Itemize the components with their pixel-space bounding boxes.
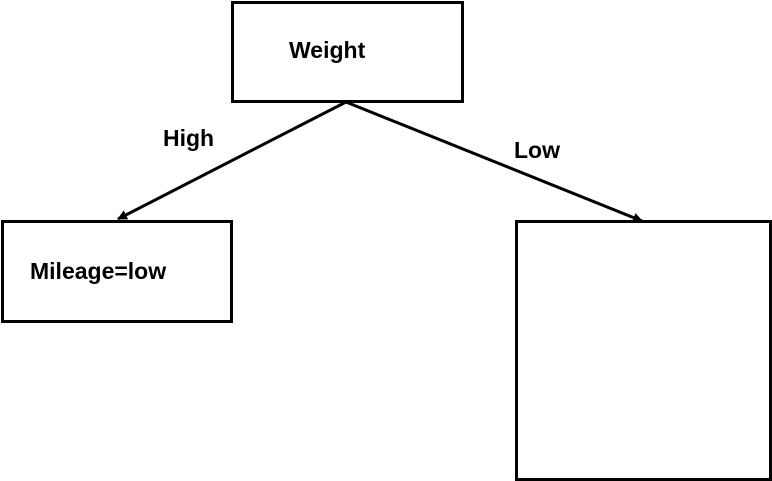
root-node-box bbox=[231, 1, 464, 103]
left-child-node-label: Mileage=low bbox=[30, 258, 167, 284]
root-node-label: Weight bbox=[289, 37, 366, 63]
edge-label-low: Low bbox=[514, 137, 560, 163]
edge-line-high bbox=[117, 100, 347, 221]
edge-label-high: High bbox=[163, 125, 215, 151]
edge-line-low bbox=[345, 100, 643, 223]
left-child-node-box bbox=[1, 220, 233, 323]
right-child-node-box bbox=[515, 220, 772, 481]
